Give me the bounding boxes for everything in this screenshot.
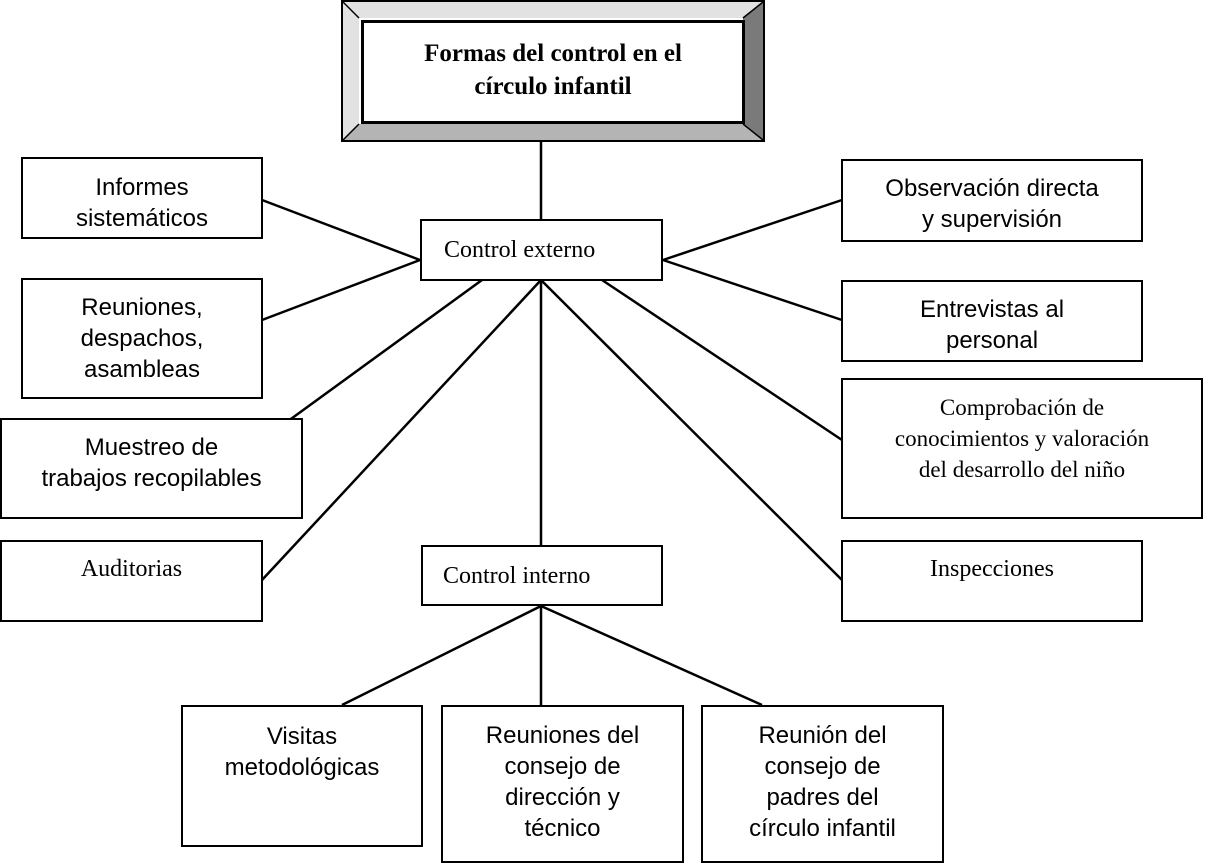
node-observacion: Observación directa y supervisión: [841, 159, 1143, 242]
diagram-title-text: Formas del control en el círculo infanti…: [424, 40, 682, 100]
node-comprobacion: Comprobación de conocimientos y valoraci…: [841, 378, 1203, 519]
node-reuniones: Reuniones, despachos, asambleas: [21, 278, 263, 399]
connector-externo-to-informes: [261, 198, 421, 262]
node-control-externo-label: Control externo: [444, 237, 596, 263]
node-auditorias: Auditorias: [0, 540, 263, 622]
connector-externo-to-comprobacion: [601, 278, 843, 442]
diagram-title: Formas del control en el círculo infanti…: [361, 20, 745, 124]
node-reunion-padres: Reunión del consejo de padres del círcul…: [701, 705, 944, 863]
node-informes: Informes sistemáticos: [21, 157, 263, 239]
node-comprobacion-label: Comprobación de conocimientos y valoraci…: [894, 395, 1150, 482]
node-observacion-label: Observación directa y supervisión: [885, 175, 1099, 233]
node-inspecciones: Inspecciones: [841, 540, 1143, 622]
node-muestreo: Muestreo de trabajos recopilables: [0, 418, 303, 519]
node-entrevistas-label: Entrevistas al personal: [919, 296, 1065, 354]
connector-externo-to-entrevistas: [662, 258, 843, 322]
connector-externo-to-auditorias: [261, 279, 542, 581]
node-control-interno: Control interno: [421, 545, 663, 606]
node-informes-label: Informes sistemáticos: [75, 174, 209, 232]
node-entrevistas: Entrevistas al personal: [841, 280, 1143, 362]
node-reunion-padres-label: Reunión del consejo de padres del círcul…: [749, 722, 896, 842]
connector-interno-to-padres: [540, 604, 763, 707]
node-muestreo-label: Muestreo de trabajos recopilables: [41, 434, 262, 492]
node-control-externo: Control externo: [420, 219, 663, 281]
node-auditorias-label: Auditorias: [80, 556, 183, 582]
connector-externo-to-muestreo: [261, 278, 483, 442]
node-visitas: Visitas metodológicas: [181, 705, 423, 847]
title-frame: Formas del control en el círculo infanti…: [341, 0, 765, 142]
connector-interno-to-visitas: [341, 604, 542, 707]
node-control-interno-label: Control interno: [443, 563, 591, 589]
connector-externo-to-observacion: [662, 198, 843, 262]
connector-externo-to-reuniones: [261, 258, 421, 322]
node-reuniones-consejo: Reuniones del consejo de dirección y téc…: [441, 705, 684, 863]
node-reuniones-consejo-label: Reuniones del consejo de dirección y téc…: [485, 722, 640, 842]
title-bevel: [343, 2, 763, 140]
node-reuniones-label: Reuniones, despachos, asambleas: [80, 294, 204, 383]
node-inspecciones-label: Inspecciones: [930, 556, 1054, 582]
connector-externo-to-inspecciones: [540, 279, 843, 581]
node-visitas-label: Visitas metodológicas: [224, 723, 380, 781]
